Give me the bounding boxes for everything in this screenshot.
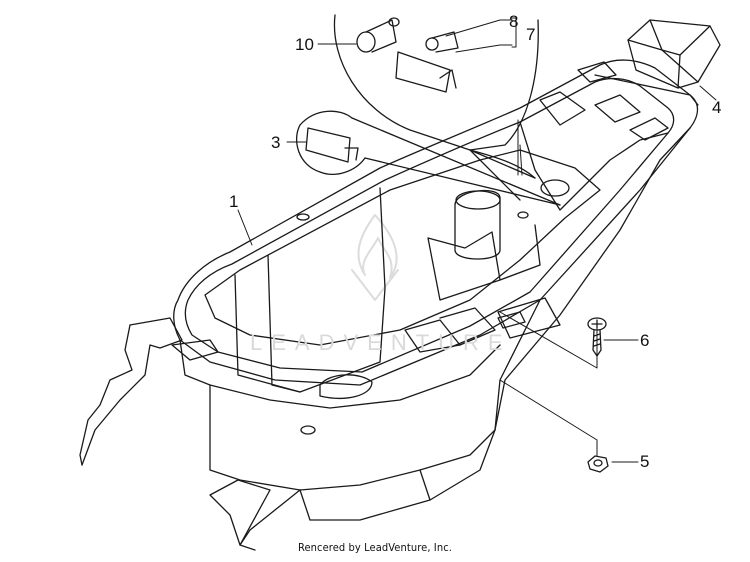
callout-6: 6: [640, 331, 649, 350]
part-8-pin: [425, 31, 459, 53]
part-7-clip: [395, 51, 457, 93]
callout-3: 3: [271, 133, 280, 152]
inset-detail-circle: [333, 14, 539, 201]
seat-box-body: [79, 59, 699, 551]
part-4-rear-pad: [627, 19, 721, 89]
callout-5: 5: [640, 452, 649, 471]
part-3-clip: [305, 127, 359, 163]
callout-8: 8: [509, 12, 518, 31]
callout-7: 7: [526, 25, 535, 44]
credit-text: Rencered by LeadVenture, Inc.: [298, 541, 452, 554]
callout-1: 1: [229, 192, 238, 211]
part-10-plug: [356, 17, 400, 53]
watermark-text: LEADVENTURE: [250, 330, 512, 355]
callout-10: 10: [295, 35, 314, 54]
part-5-nut: [587, 455, 609, 473]
callout-4: 4: [712, 98, 721, 117]
inset-detail-circle-small: [296, 110, 561, 206]
leader-lines: [237, 17, 717, 463]
watermark-flame-logo: [351, 214, 399, 301]
